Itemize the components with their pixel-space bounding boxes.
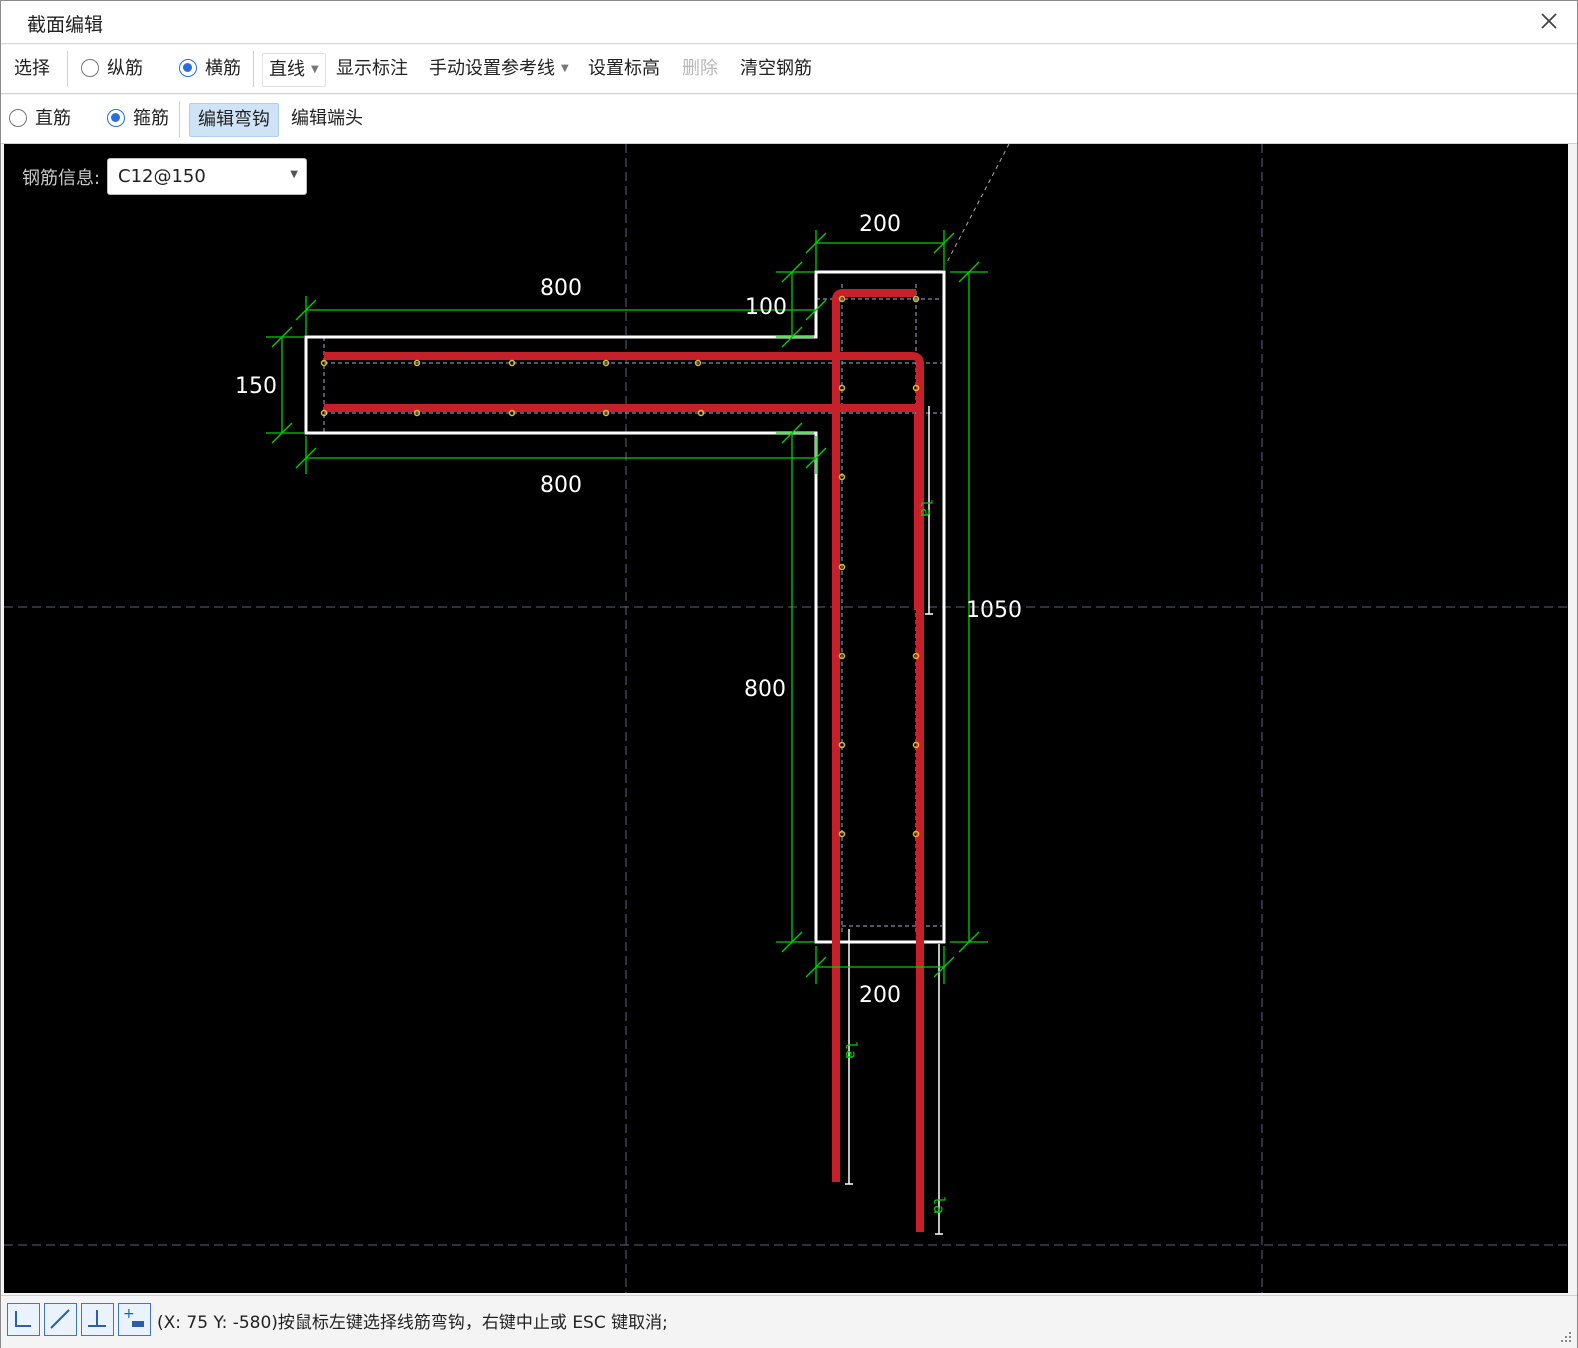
- anchor-label: la: [917, 499, 935, 517]
- dim-flange-thickness: 150: [235, 374, 277, 399]
- resize-grip-icon[interactable]: [1559, 1330, 1573, 1344]
- transverse-rebar-radio[interactable]: 横筋: [179, 45, 241, 93]
- edit-hook-button[interactable]: 编辑弯钩: [189, 103, 279, 137]
- svg-text:+: +: [123, 1306, 135, 1322]
- rebar-info-value: C12@150: [118, 166, 206, 187]
- drawing-canvas[interactable]: 200 800 100 150 800 800 1050 200 la la l…: [4, 144, 1568, 1293]
- cover-lines: [323, 284, 942, 934]
- dim-top-width: 200: [859, 212, 901, 237]
- caret-down-icon: ▼: [290, 169, 298, 180]
- section-drawing: 200 800 100 150 800 800 1050 200 la la l…: [4, 144, 1568, 1293]
- anchor-label: la: [842, 1041, 860, 1059]
- straight-bar-radio[interactable]: 直筋: [9, 95, 71, 143]
- status-bar: + (X: 75 Y: -580)按鼠标左键选择线筋弯钩，右键中止或 ESC 键…: [1, 1295, 1577, 1348]
- rebar-info-label: 钢筋信息:: [22, 168, 101, 189]
- clear-rebar-button[interactable]: 清空钢筋: [740, 58, 812, 79]
- radio-checked-icon: [107, 109, 125, 127]
- toolbar-divider: [179, 101, 180, 137]
- delete-button[interactable]: 删除: [682, 58, 718, 79]
- toolbar-divider: [253, 51, 254, 87]
- select-button[interactable]: 选择: [14, 58, 50, 79]
- sub-toolbar: 直筋 箍筋 编辑弯钩 编辑端头: [1, 95, 1577, 144]
- reference-grid: [4, 144, 1568, 1293]
- show-annotation-button[interactable]: 显示标注: [336, 58, 408, 79]
- dim-flange-length-bottom: 800: [540, 473, 582, 498]
- main-toolbar: 选择 纵筋 横筋 直线▼ 显示标注 手动设置参考线▼ 设置标高 删除 清空钢筋: [1, 45, 1577, 94]
- dimension-lines: [266, 230, 988, 984]
- edit-end-button[interactable]: 编辑端头: [291, 108, 363, 129]
- manual-ref-line-dropdown[interactable]: 手动设置参考线▼: [429, 45, 569, 93]
- dim-step: 100: [745, 295, 787, 320]
- dim-bottom-width: 200: [859, 983, 901, 1008]
- point-snap-icon[interactable]: +: [118, 1303, 151, 1336]
- close-icon[interactable]: [1535, 7, 1563, 35]
- anchor-label: la: [930, 1196, 948, 1214]
- title-bar: 截面编辑: [1, 1, 1577, 44]
- dim-flange-length-top: 800: [540, 276, 582, 301]
- window-title: 截面编辑: [27, 14, 104, 36]
- dim-web-height: 800: [744, 677, 786, 702]
- orthogonal-snap-icon[interactable]: [7, 1303, 40, 1336]
- perpendicular-snap-icon[interactable]: [81, 1303, 114, 1336]
- radio-unchecked-icon: [81, 59, 99, 77]
- bar-points: [320, 295, 920, 838]
- diagonal-snap-icon[interactable]: [44, 1303, 77, 1336]
- longitudinal-rebar-radio[interactable]: 纵筋: [81, 45, 143, 93]
- radio-checked-icon: [179, 59, 197, 77]
- dim-total-height: 1050: [966, 598, 1022, 623]
- rebar-lines: [324, 289, 924, 1232]
- set-elevation-button[interactable]: 设置标高: [588, 58, 660, 79]
- toolbar-divider: [67, 51, 68, 87]
- anchorage-lines: [845, 406, 943, 1235]
- radio-unchecked-icon: [9, 109, 27, 127]
- rebar-info-select[interactable]: C12@150 ▼: [107, 158, 307, 195]
- line-mode-dropdown[interactable]: 直线▼: [262, 53, 326, 87]
- stirrup-radio[interactable]: 箍筋: [107, 95, 169, 143]
- section-outline: [304, 270, 946, 944]
- caret-down-icon: ▼: [311, 64, 319, 75]
- caret-down-icon: ▼: [561, 63, 569, 74]
- status-message: (X: 75 Y: -580)按鼠标左键选择线筋弯钩，右键中止或 ESC 键取消…: [157, 1313, 668, 1333]
